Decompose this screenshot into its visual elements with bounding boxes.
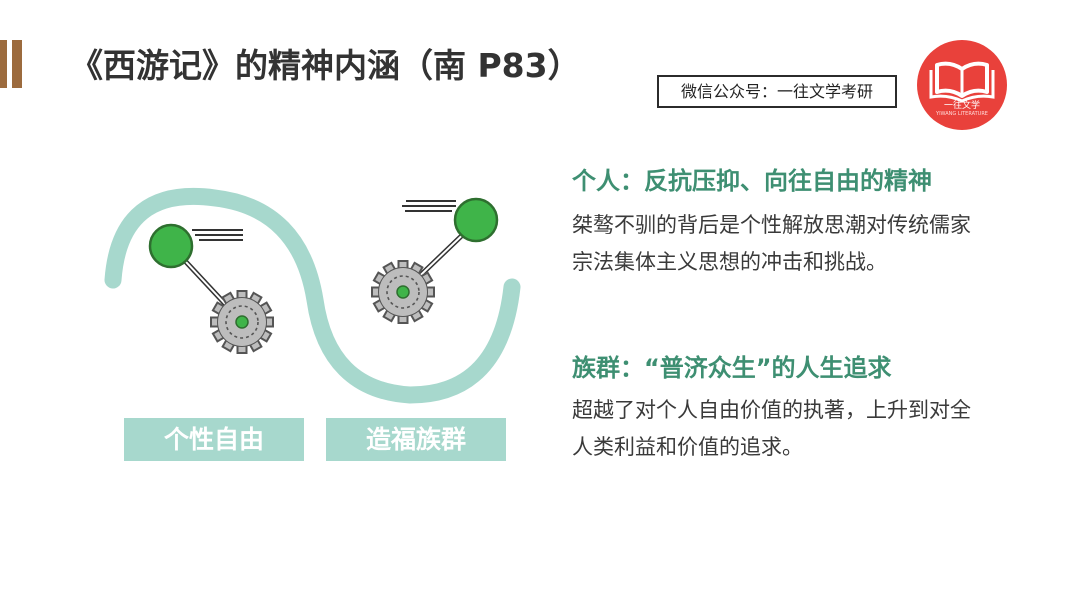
logo-text: 一往文学 bbox=[943, 101, 980, 111]
right-pendulum bbox=[371, 197, 499, 324]
logo-subtext: YIWANG LITERATURE bbox=[936, 111, 988, 117]
pendulum-gear-illustration bbox=[104, 187, 521, 404]
wave-curve bbox=[104, 187, 521, 404]
label-personal-freedom: 个性自由 bbox=[124, 418, 304, 461]
page-title: 《西游记》的精神内涵（南 P83） bbox=[70, 46, 581, 85]
accent-bar bbox=[0, 40, 7, 88]
open-book-icon bbox=[929, 61, 995, 103]
wechat-account-label: 微信公众号：一往文学考研 bbox=[657, 75, 897, 108]
section-heading-individual: 个人：反抗压抑、向往自由的精神 bbox=[572, 167, 932, 195]
section-body-individual: 桀骜不驯的背后是个性解放思潮对传统儒家宗法集体主义思想的冲击和挑战。 bbox=[572, 213, 971, 274]
accent-bars bbox=[0, 40, 24, 88]
section-body-community: 超越了对个人自由价值的执著，上升到对全人类利益和价值的追求。 bbox=[572, 398, 971, 459]
accent-bar bbox=[12, 40, 22, 88]
brand-logo: 一往文学 YIWANG LITERATURE bbox=[917, 40, 1007, 130]
section-heading-community: 族群：“普济众生”的人生追求 bbox=[572, 354, 892, 382]
label-benefit-community: 造福族群 bbox=[326, 418, 506, 461]
left-pendulum bbox=[148, 223, 274, 354]
